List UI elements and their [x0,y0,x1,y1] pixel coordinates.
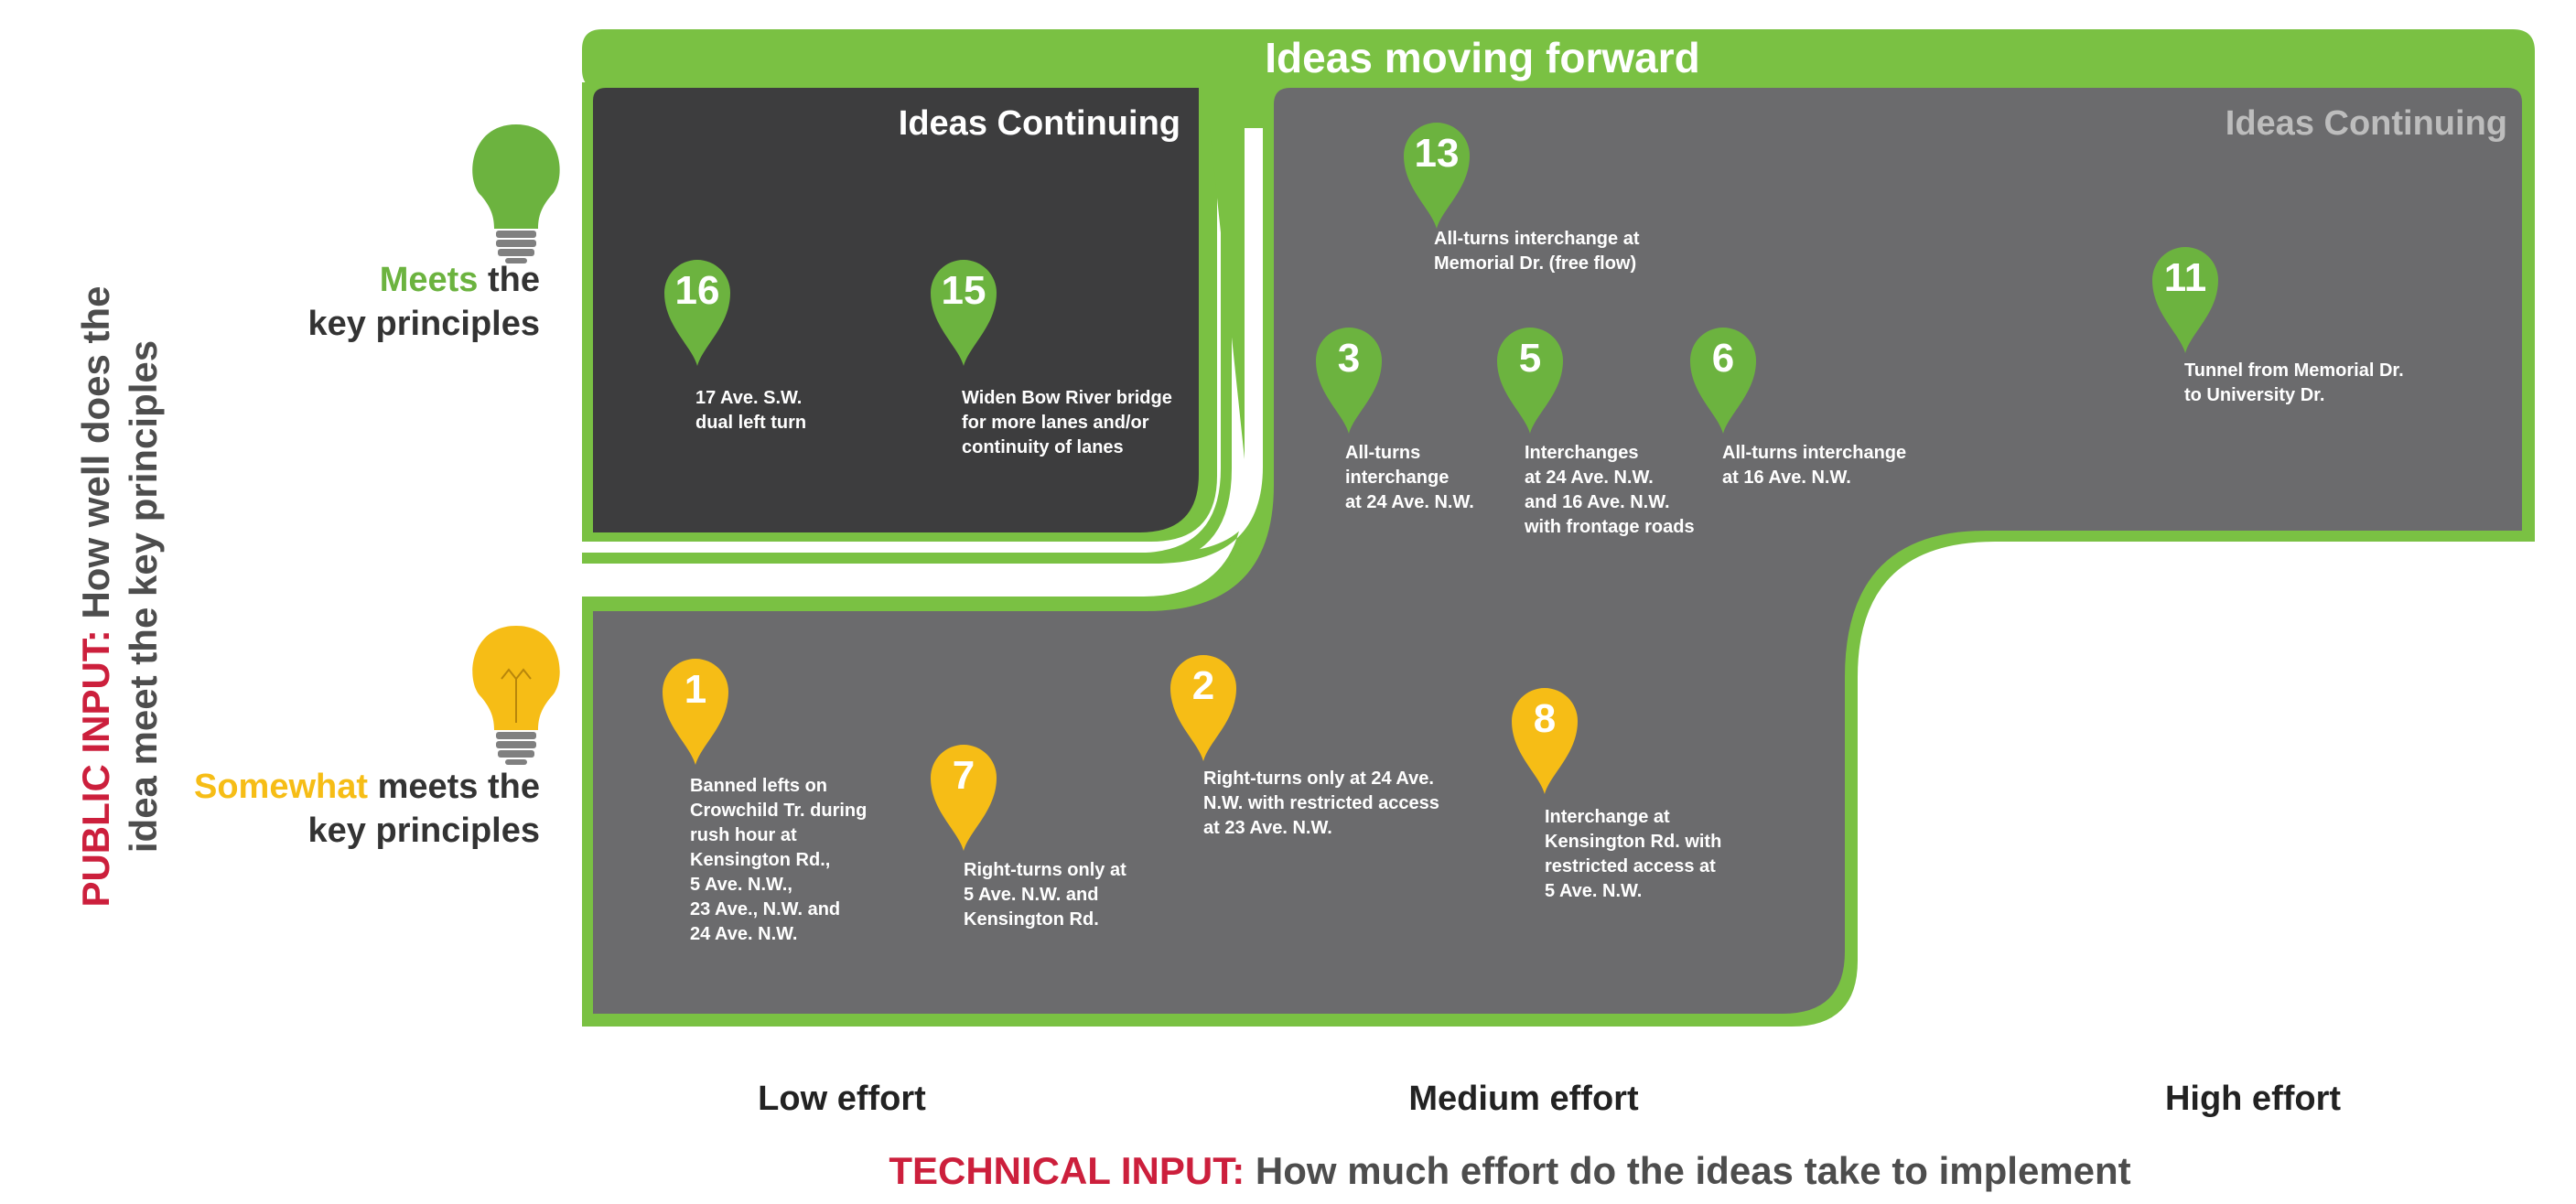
map-pin-icon [1512,688,1578,794]
map-pin-icon [1316,328,1382,434]
idea-pin-11: 11 [2149,242,2222,355]
idea-pin-2: 2 [1167,650,1240,763]
row-label-meets: Meets the key principles [183,258,540,346]
left-box-title: Ideas Continuing [898,104,1180,143]
idea-description-13: All-turns interchange at Memorial Dr. (f… [1434,229,1640,274]
idea-description-7: Right-turns only at 5 Ave. N.W. and Kens… [964,860,1126,930]
idea-number: 13 [1414,131,1460,176]
idea-number: 8 [1533,696,1557,741]
map-pin-icon [664,260,730,366]
x-axis-prefix: TECHNICAL INPUT: [889,1149,1245,1192]
idea-description-11: Tunnel from Memorial Dr. to University D… [2184,360,2404,405]
x-axis-rest: How much effort do the ideas take to imp… [1245,1149,2131,1192]
column-label-medium: Medium effort [1408,1080,1639,1118]
green-lightbulb-icon [472,124,560,263]
idea-description-3: All-turns interchange at 24 Ave. N.W. [1345,443,1474,512]
idea-number: 2 [1191,663,1215,708]
idea-number: 11 [2163,255,2207,300]
row-label-somewhat-rest: meets the [368,768,540,806]
idea-pin-3: 3 [1312,322,1385,435]
notch-top [1210,90,1261,128]
map-pin-icon [2152,247,2218,353]
yellow-lightbulb-icon [472,626,560,765]
idea-number: 16 [674,268,720,313]
column-label-high: High effort [2164,1080,2342,1118]
map-pin-icon [1404,123,1470,229]
y-axis-title: PUBLIC INPUT: How well does the idea mee… [72,185,173,1008]
row-label-meets-accent: Meets [379,261,479,299]
x-axis-title: TECHNICAL INPUT: How much effort do the … [824,1149,2196,1193]
idea-pin-7: 7 [927,739,1000,853]
map-pin-icon [931,260,997,366]
idea-number: 1 [684,667,707,712]
y-axis-prefix: PUBLIC INPUT: [74,629,117,908]
idea-description-5: Interchanges at 24 Ave. N.W. and 16 Ave.… [1525,443,1695,537]
idea-number: 15 [941,268,986,313]
row-label-somewhat-accent: Somewhat [193,768,369,806]
right-box-title: Ideas Continuing [2225,104,2507,143]
y-axis-rest: How well does the [74,285,117,630]
idea-description-8: Interchange at Kensington Rd. with restr… [1545,807,1722,901]
ideas-continuing-dark-box [593,88,1199,532]
idea-pin-15: 15 [927,254,1000,368]
idea-description-1: Banned lefts on Crowchild Tr. during rus… [690,776,868,944]
column-label-low: Low effort [758,1080,926,1118]
idea-description-15: Widen Bow River bridge for more lanes an… [962,388,1172,457]
idea-pin-6: 6 [1687,322,1760,435]
row-label-somewhat-line2: key principles [307,812,540,850]
ideas-continuing-gray-box [593,88,2522,1014]
ideas-moving-forward-title: Ideas moving forward [1265,34,1700,81]
idea-number: 6 [1711,336,1735,381]
row-label-meets-line2: key principles [307,305,540,343]
idea-number: 5 [1518,336,1542,381]
idea-pin-5: 5 [1493,322,1567,435]
row-label-meets-rest: the [478,261,540,299]
idea-description-2: Right-turns only at 24 Ave. N.W. with re… [1203,769,1439,838]
idea-number: 7 [952,753,975,798]
map-pin-icon [1170,655,1236,761]
idea-pin-13: 13 [1400,117,1473,231]
idea-pin-16: 16 [661,254,734,368]
idea-description-16: 17 Ave. S.W. dual left turn [695,388,807,433]
row-label-somewhat: Somewhat meets the key principles [110,765,540,853]
map-pin-icon [663,659,728,765]
idea-pin-8: 8 [1508,683,1581,796]
idea-number: 3 [1337,336,1361,381]
map-pin-icon [1497,328,1563,434]
map-pin-icon [1690,328,1756,434]
y-axis-line2: idea meet the key principles [122,339,165,854]
idea-pin-1: 1 [659,653,732,767]
map-pin-icon [931,745,997,851]
idea-description-6: All-turns interchange at 16 Ave. N.W. [1722,443,1907,488]
